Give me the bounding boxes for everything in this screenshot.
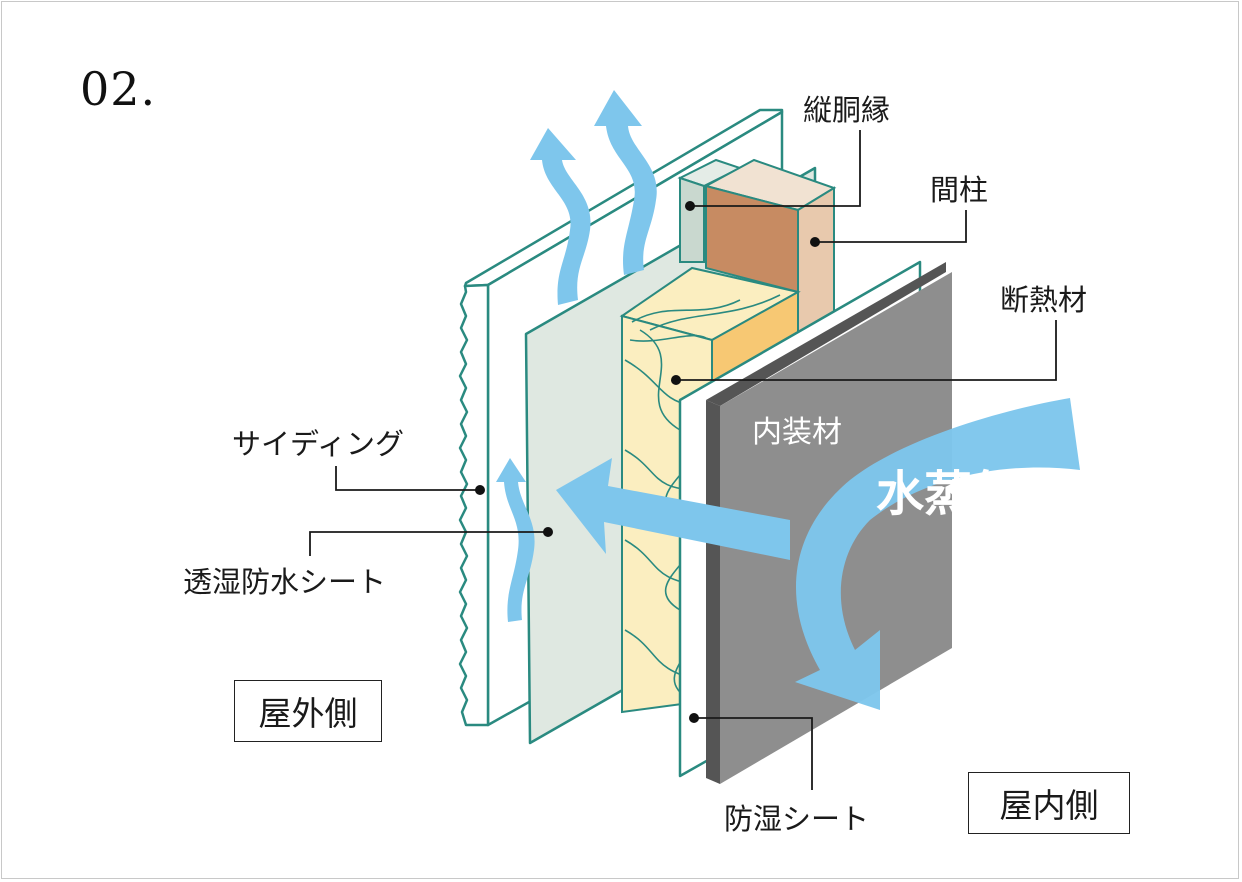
label-siding: サイディング (232, 427, 404, 461)
figure-number: 02. (80, 62, 157, 116)
indoor-side-label: 屋内側 (999, 786, 1099, 825)
leader-lines (309, 130, 1057, 790)
label-stud: 間柱 (930, 173, 989, 207)
label-furring-strip: 縦胴縁 (803, 93, 891, 127)
label-water-vapor: 水蒸気 (876, 466, 1021, 522)
indoor-side-badge: 屋内側 (968, 772, 1130, 834)
outdoor-side-badge: 屋外側 (234, 680, 382, 742)
furring-strip (677, 158, 743, 263)
leader-dots (475, 201, 820, 723)
water-vapor-arrows (496, 90, 1080, 710)
label-breathable-sheet: 透湿防水シート (183, 565, 387, 599)
label-insulation: 断熱材 (1000, 283, 1088, 317)
outdoor-side-label: 屋外側 (258, 694, 358, 733)
label-vapor-barrier: 防湿シート (724, 802, 870, 836)
label-interior-finish: 内装材 (752, 415, 842, 450)
